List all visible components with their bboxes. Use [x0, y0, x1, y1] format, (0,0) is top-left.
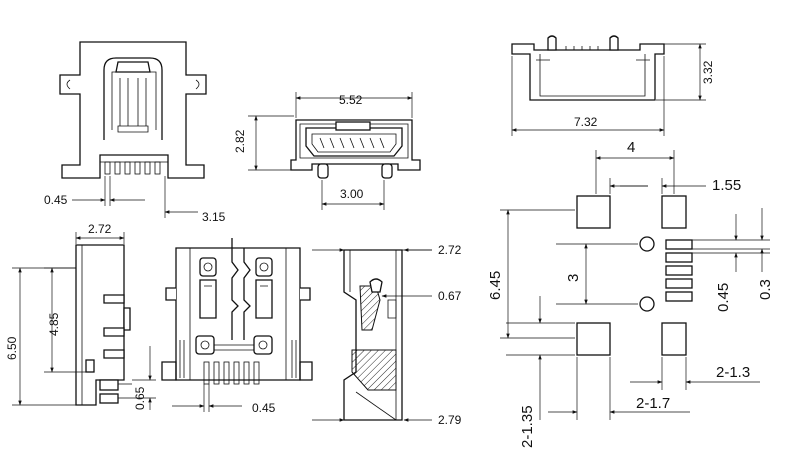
dim-sect-067: 0.67 — [438, 289, 462, 303]
dim-sect-279: 2.79 — [438, 413, 462, 427]
dim-pcb-4: 4 — [627, 139, 635, 156]
top-view: 5.52 2.82 3.00 — [233, 92, 421, 210]
bottom-view: 0.45 — [161, 238, 313, 415]
rear-view: 3.32 7.32 — [511, 35, 715, 136]
dim-top-282: 2.82 — [233, 129, 247, 153]
dim-front-045: 0.45 — [44, 193, 68, 207]
dim-pcb-2-17: 2-1.7 — [636, 395, 670, 412]
dim-side-272: 2.72 — [88, 222, 112, 236]
dim-pcb-2-135: 2-1.35 — [519, 405, 536, 448]
dim-top-300: 3.00 — [340, 187, 364, 201]
bottom-pins — [203, 361, 260, 385]
dim-side-650: 6.50 — [5, 336, 19, 360]
pcb-signal-pads — [665, 239, 693, 302]
dim-pcb-3: 3 — [565, 274, 582, 282]
dim-pcb-155: 1.55 — [712, 177, 741, 194]
dim-side-485: 4.85 — [47, 312, 61, 336]
front-pins — [104, 161, 161, 175]
front-view: 0.45 3.15 — [44, 41, 226, 224]
pcb-footprint: 4 1.55 6.45 3 0.45 0.3 2-1.35 — [487, 139, 774, 448]
dim-pcb-645: 6.45 — [487, 271, 504, 300]
dim-side-065: 0.65 — [133, 386, 147, 410]
dim-pcb-2-13: 2-1.3 — [716, 364, 750, 381]
dim-bottom-045: 0.45 — [252, 401, 276, 415]
dim-top-552: 5.52 — [339, 93, 363, 107]
dim-rear-332: 3.32 — [701, 60, 715, 84]
dim-rear-732: 7.32 — [574, 115, 598, 129]
dim-front-315: 3.15 — [202, 210, 226, 224]
dim-pcb-03: 0.3 — [757, 279, 774, 300]
side-view: 2.72 6.50 4.85 0.65 — [5, 222, 156, 410]
section-view: 2.72 0.67 2.79 — [312, 243, 462, 427]
dim-pcb-045: 0.45 — [715, 283, 732, 312]
dim-sect-272: 2.72 — [438, 243, 462, 257]
